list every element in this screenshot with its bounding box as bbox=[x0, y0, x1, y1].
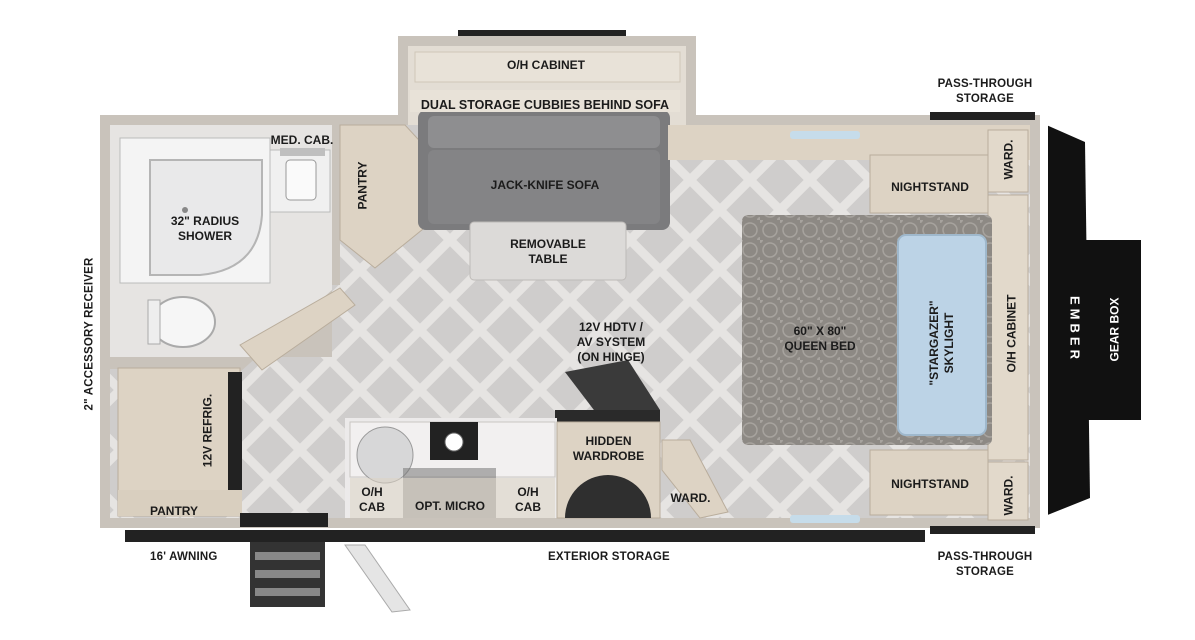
ember-logo-text: EMBER bbox=[1067, 296, 1083, 363]
med-cab-label: MED. CAB. bbox=[270, 133, 334, 147]
opt-micro-label: OPT. MICRO bbox=[414, 499, 485, 513]
pantry-bottom-label: PANTRY bbox=[150, 504, 198, 518]
awning-label: 16' AWNING bbox=[150, 551, 218, 563]
hidden-wardrobe-label: HIDDEN WARDROBE bbox=[572, 434, 645, 463]
shower-label: 32" RADIUS SHOWER bbox=[170, 214, 240, 243]
table-label: REMOVABLE TABLE bbox=[510, 237, 586, 266]
nightstand-bottom-label: NIGHTSTAND bbox=[891, 477, 969, 491]
sofa-label: JACK-KNIFE SOFA bbox=[490, 178, 600, 192]
skylight-label: "STARGAZER" SKYLIGHT bbox=[927, 300, 956, 386]
hdtv-label: 12V HDTV / AV SYSTEM (ON HINGE) bbox=[576, 320, 646, 364]
pass-through-bottom-label: PASS-THROUGH STORAGE bbox=[937, 551, 1033, 578]
oh-cab-right-label: O/H CAB bbox=[515, 485, 541, 514]
oh-cabinet-front-label: O/H CABINET bbox=[1004, 294, 1019, 373]
pass-through-top-label: PASS-THROUGH STORAGE bbox=[937, 78, 1033, 105]
exterior-storage-label: EXTERIOR STORAGE bbox=[548, 551, 670, 563]
oh-cabinet-slide-label: O/H CABINET bbox=[507, 58, 585, 72]
table bbox=[469, 221, 627, 281]
skylight bbox=[897, 234, 987, 436]
accessory-receiver-label: 2" ACCESSORY RECEIVER bbox=[83, 257, 96, 411]
queen-bed-label: 60" X 80" QUEEN BED bbox=[784, 324, 856, 353]
ward-bottom-label: WARD. bbox=[1001, 475, 1016, 516]
gear-box-label: GEAR BOX bbox=[1107, 297, 1122, 362]
storage-cubbies-label: DUAL STORAGE CUBBIES BEHIND SOFA bbox=[420, 98, 670, 112]
nightstand-top-label: NIGHTSTAND bbox=[891, 180, 969, 194]
nightstand-top bbox=[869, 154, 989, 214]
refrigerator-label: 12V REFRIG. bbox=[200, 393, 215, 468]
pantry-top-label: PANTRY bbox=[355, 161, 370, 210]
ward-mid-label: WARD. bbox=[670, 491, 711, 505]
ward-top-label: WARD. bbox=[1001, 139, 1016, 180]
gear-box bbox=[1035, 120, 1141, 520]
oh-cab-left-label: O/H CAB bbox=[359, 485, 385, 514]
